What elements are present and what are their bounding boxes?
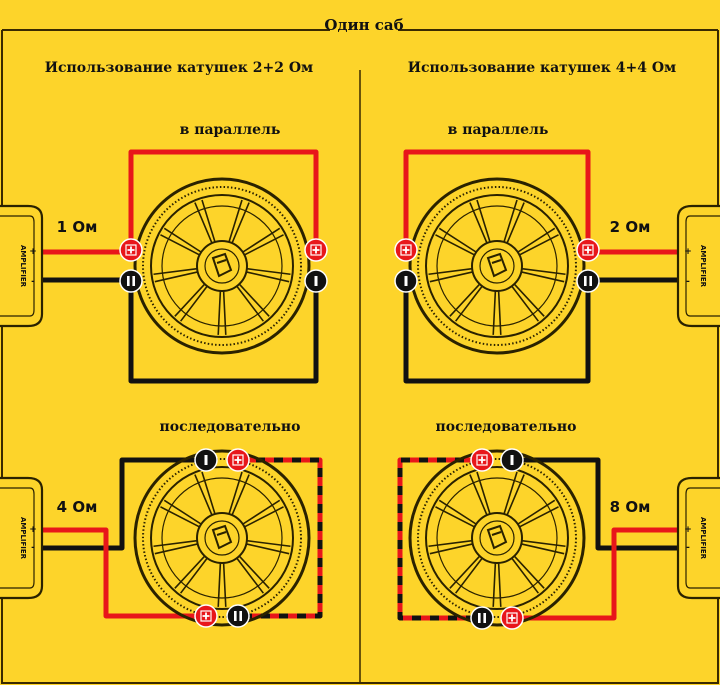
svg-text:+: +	[29, 247, 37, 257]
negative-terminal-icon	[304, 269, 328, 293]
section-heading-right: Использование катушек 4+4 Ом	[408, 60, 676, 76]
impedance-label: 1 Ом	[57, 218, 98, 236]
diagram-left-parallel: в параллель AMPLIFIER + - 1 Ом	[0, 122, 328, 384]
diagram-left-series: последовательно AMPLIFIER + - 4 Ом	[0, 419, 323, 628]
svg-text:-: -	[686, 543, 690, 553]
negative-terminal-icon	[470, 606, 494, 630]
negative-terminal-icon	[576, 269, 600, 293]
svg-text:-: -	[31, 543, 35, 553]
diagram-label: последовательно	[436, 419, 577, 435]
svg-text:+: +	[684, 525, 692, 535]
amplifier-icon	[676, 476, 720, 600]
diagram-right-parallel: в параллель AMPLIFIER + - 2 Ом	[394, 122, 720, 384]
positive-terminal-icon	[226, 448, 250, 472]
negative-terminal-icon	[194, 448, 218, 472]
positive-terminal-icon	[119, 238, 143, 262]
positive-terminal-icon	[394, 238, 418, 262]
negative-terminal-icon	[500, 448, 524, 472]
svg-text:+: +	[29, 525, 37, 535]
svg-text:AMPLIFIER: AMPLIFIER	[699, 245, 707, 288]
svg-text:-: -	[686, 277, 690, 287]
impedance-label: 8 Ом	[610, 498, 651, 516]
svg-text:-: -	[31, 277, 35, 287]
impedance-label: 2 Ом	[610, 218, 651, 236]
svg-text:AMPLIFIER: AMPLIFIER	[19, 517, 27, 560]
positive-terminal-icon	[470, 448, 494, 472]
diagram-label: в параллель	[180, 122, 281, 138]
svg-text:AMPLIFIER: AMPLIFIER	[19, 245, 27, 288]
diagram-label: последовательно	[160, 419, 301, 435]
negative-terminal-icon	[226, 604, 250, 628]
negative-terminal-icon	[119, 269, 143, 293]
positive-terminal-icon	[500, 606, 524, 630]
diagram-right-series: последовательно AMPLIFIER + - 8 Ом	[397, 419, 720, 630]
page-title: Один саб	[324, 16, 403, 34]
amplifier-icon: AMPLIFIER + -	[0, 204, 44, 328]
amplifier-icon: AMPLIFIER + -	[0, 476, 44, 600]
amplifier-icon	[676, 204, 720, 328]
svg-text:+: +	[684, 247, 692, 257]
positive-terminal-icon	[576, 238, 600, 262]
section-heading-left: Использование катушек 2+2 Ом	[45, 60, 313, 76]
positive-terminal-icon	[304, 238, 328, 262]
negative-terminal-icon	[394, 269, 418, 293]
positive-terminal-icon	[194, 604, 218, 628]
impedance-label: 4 Ом	[57, 498, 98, 516]
diagram-label: в параллель	[448, 122, 549, 138]
svg-text:AMPLIFIER: AMPLIFIER	[699, 517, 707, 560]
